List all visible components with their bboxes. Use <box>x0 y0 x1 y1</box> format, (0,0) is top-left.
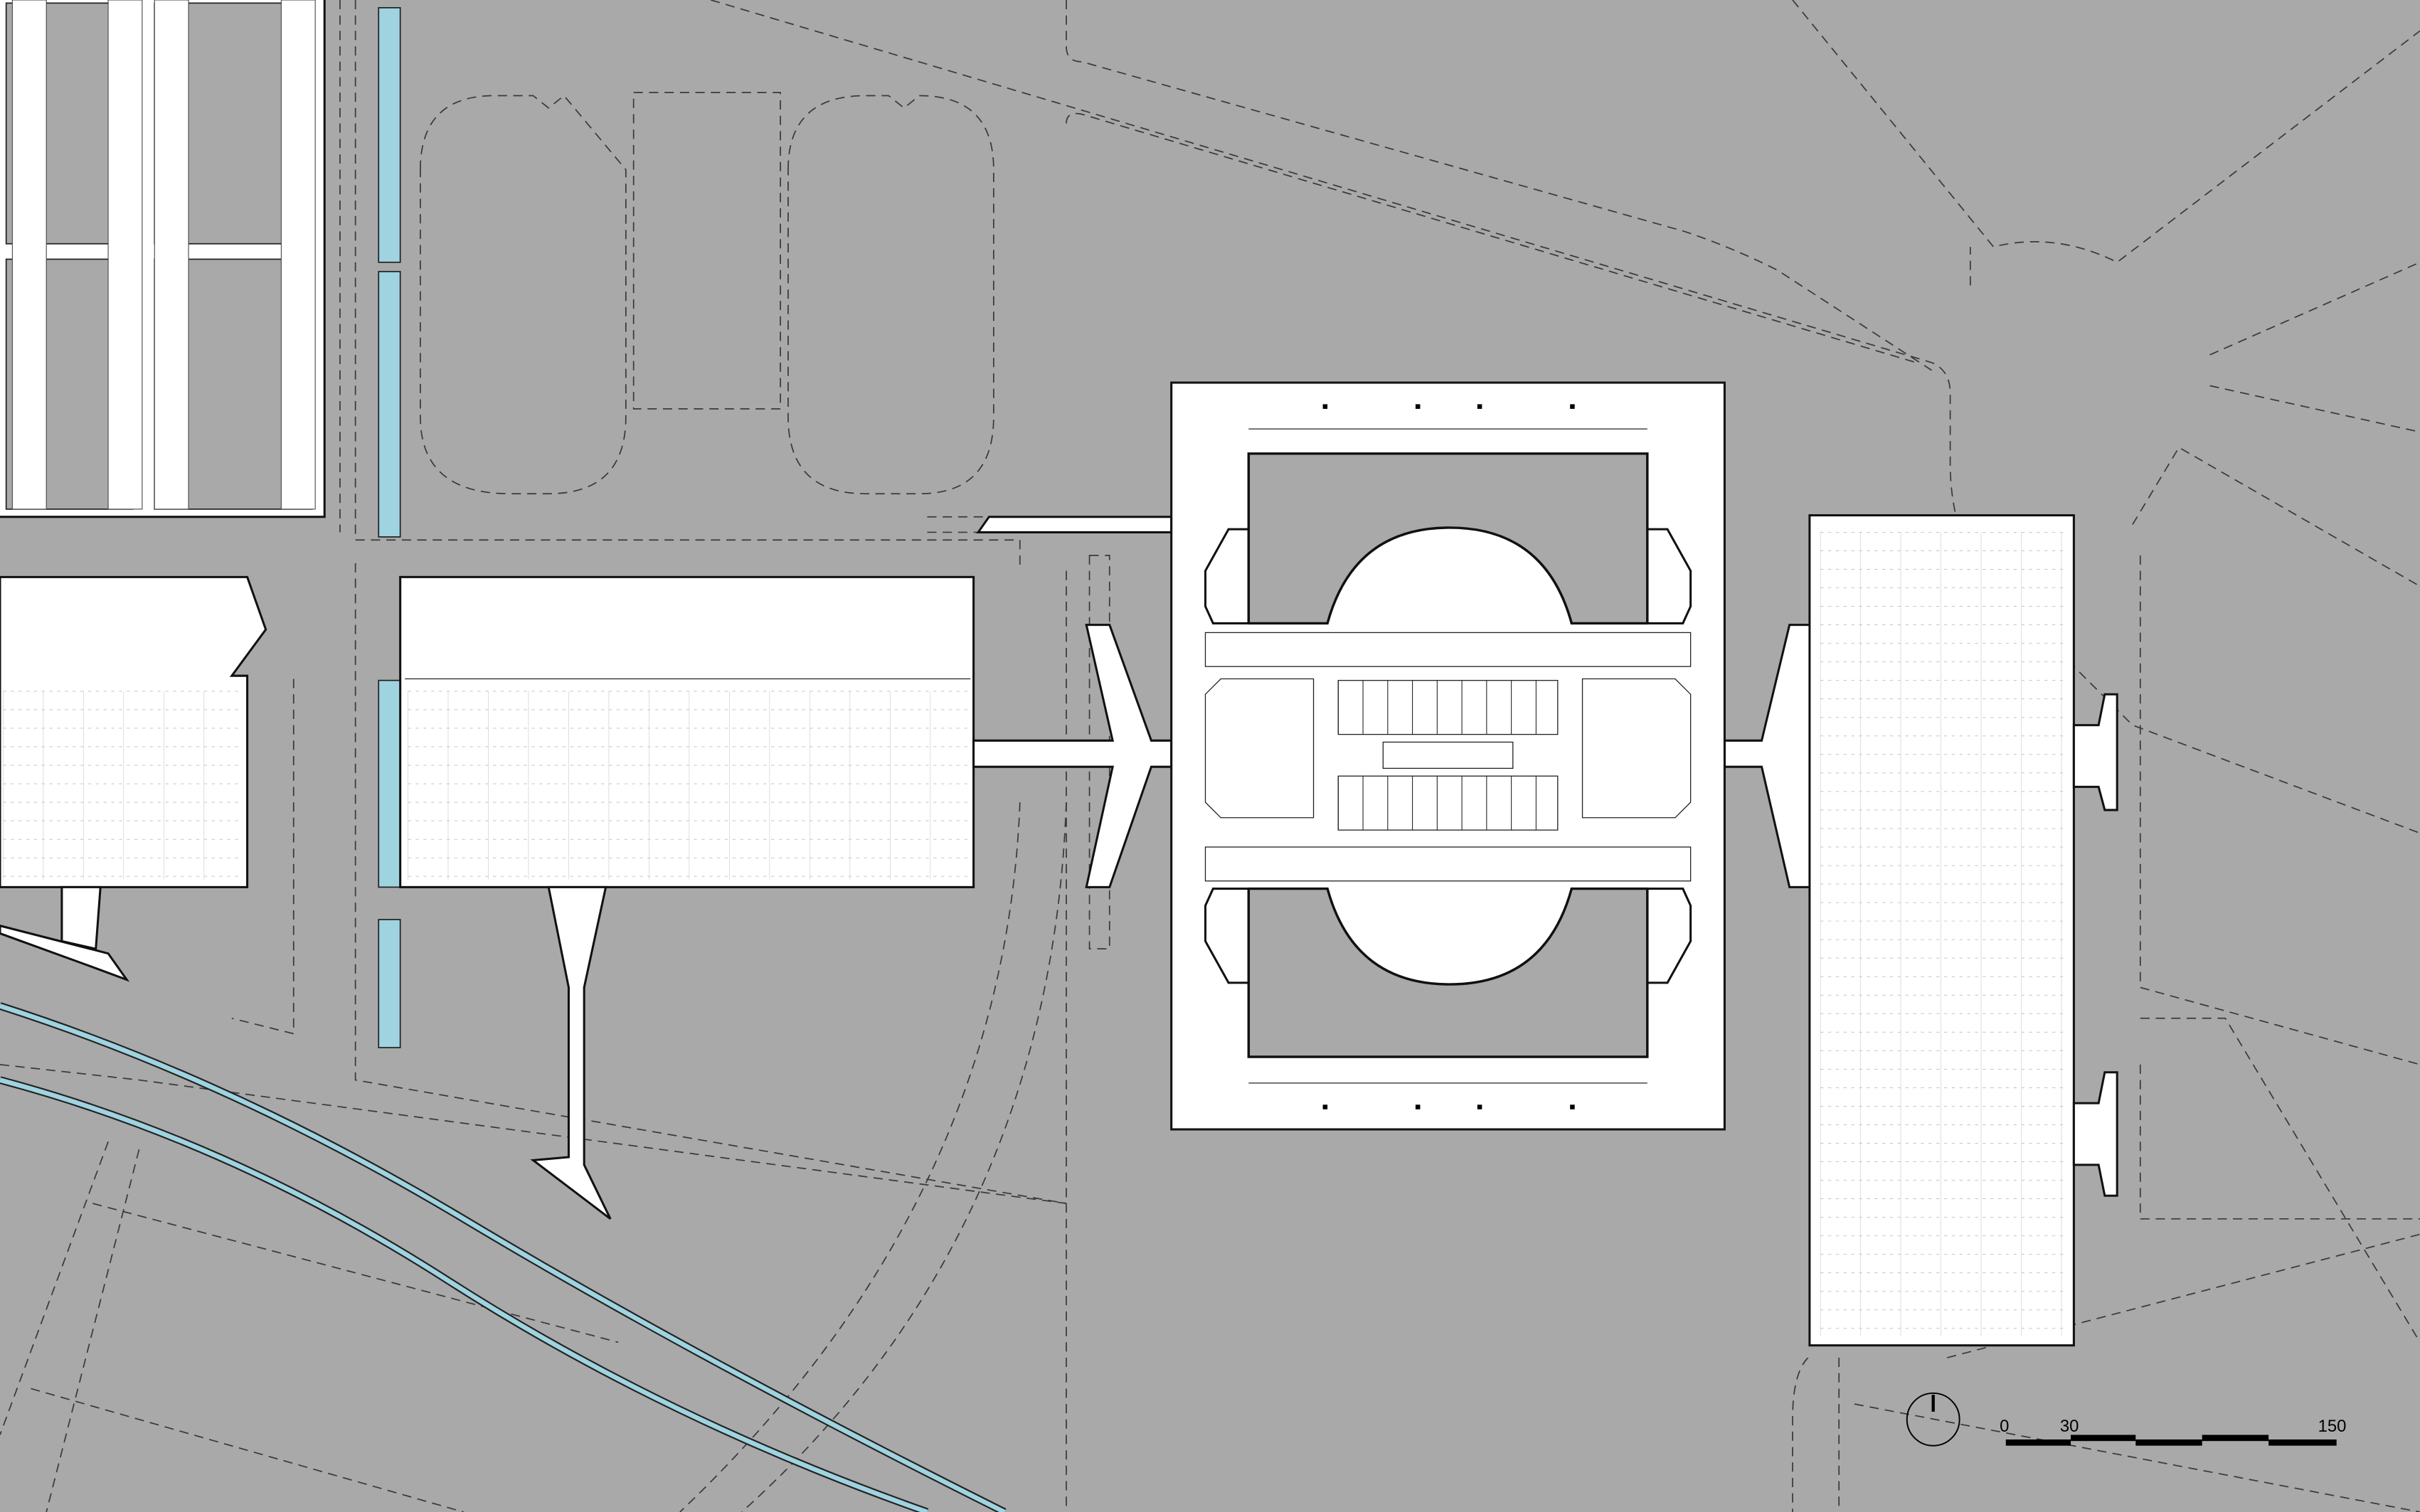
bridges <box>972 516 1813 888</box>
north-arrow-icon <box>1906 1392 1960 1447</box>
north-courtyard <box>1247 452 1649 625</box>
central-building <box>1170 381 1726 1131</box>
housing-row <box>107 0 143 510</box>
north-arrow <box>1906 1392 1960 1447</box>
canal <box>0 1002 1007 1512</box>
column <box>1415 1104 1421 1109</box>
column <box>1322 1104 1328 1109</box>
west-building <box>0 575 267 982</box>
scale-label-0: 0 <box>2000 1417 2009 1436</box>
column <box>1415 404 1421 409</box>
east-parking-building <box>1808 514 2118 1347</box>
housing-row <box>280 0 316 510</box>
scale-bar: 0 30 150 <box>2000 1417 2346 1446</box>
housing-blocks <box>0 0 326 518</box>
column <box>1322 404 1328 409</box>
scale-label-150: 150 <box>2318 1417 2347 1436</box>
south-courtyard <box>1247 887 1649 1058</box>
column <box>1570 1104 1575 1109</box>
water-strips <box>378 6 401 1048</box>
housing-row <box>11 0 47 510</box>
mid-building <box>399 575 975 1220</box>
column <box>1570 404 1575 409</box>
column <box>1477 404 1482 409</box>
housing-row <box>154 0 189 510</box>
scale-label-30: 30 <box>2060 1417 2079 1436</box>
column <box>1477 1104 1482 1109</box>
